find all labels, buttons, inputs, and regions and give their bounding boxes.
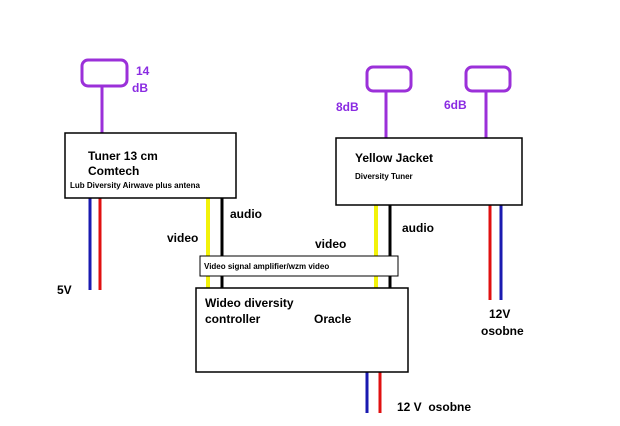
left-power-label: 5V [57, 283, 72, 297]
right-tuner-subtitle: Diversity Tuner [355, 172, 413, 181]
controller-subtitle: controller [205, 312, 261, 326]
right-video-label: video [315, 237, 346, 251]
left-antenna-icon [80, 58, 129, 88]
bottom-power-label: 12 V osobne [397, 400, 471, 414]
right-power-voltage: 12V [489, 307, 510, 321]
left-tuner-box [64, 132, 237, 199]
left-antenna-gain-value: 14 [136, 64, 150, 78]
left-tuner-brand: Comtech [88, 164, 139, 178]
controller-box [195, 287, 409, 373]
left-video-label: video [167, 231, 198, 245]
left-antenna-gain-unit: dB [132, 81, 148, 95]
controller-title: Wideo diversity [205, 296, 294, 310]
left-tuner-title: Tuner 13 cm [88, 149, 158, 163]
amplifier-label: Video signal amplifier/wzm video [204, 262, 329, 271]
amplifier-box [199, 255, 399, 277]
right-antenna-a-icon [365, 65, 413, 93]
right-antenna-b-icon [464, 65, 512, 93]
right-antenna-a-gain: 8dB [336, 100, 359, 114]
right-tuner-box [335, 137, 523, 206]
right-audio-label: audio [402, 221, 434, 235]
right-power-note: osobne [481, 324, 524, 338]
controller-brand: Oracle [314, 312, 352, 326]
left-audio-label: audio [230, 207, 262, 221]
left-tuner-note: Lub Diversity Airwave plus antena [70, 181, 201, 190]
right-tuner-title: Yellow Jacket [355, 151, 433, 165]
right-antenna-b-gain: 6dB [444, 98, 467, 112]
